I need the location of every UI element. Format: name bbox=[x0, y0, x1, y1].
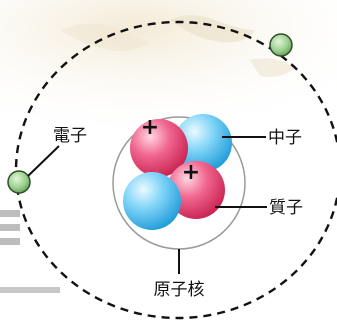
neutron-label: 中子 bbox=[268, 128, 302, 148]
electron-label: 電子 bbox=[53, 126, 87, 146]
electron-leader-line bbox=[27, 145, 60, 177]
proton-label: 質子 bbox=[269, 198, 303, 218]
proton-top bbox=[130, 119, 188, 177]
electron-top-right bbox=[269, 33, 293, 57]
nucleus: + + bbox=[123, 114, 232, 230]
neutron-bottom bbox=[123, 172, 181, 230]
decorative-stripes bbox=[0, 210, 60, 293]
nucleus-label: 原子核 bbox=[154, 280, 205, 300]
electron-orbit bbox=[14, 20, 337, 320]
proton-top-sign: + bbox=[141, 115, 159, 140]
neutron-top bbox=[174, 114, 232, 172]
proton-bottom bbox=[167, 161, 225, 219]
electron-left bbox=[7, 170, 31, 194]
proton-bottom-sign: + bbox=[182, 160, 200, 185]
leader-lines bbox=[27, 136, 267, 274]
